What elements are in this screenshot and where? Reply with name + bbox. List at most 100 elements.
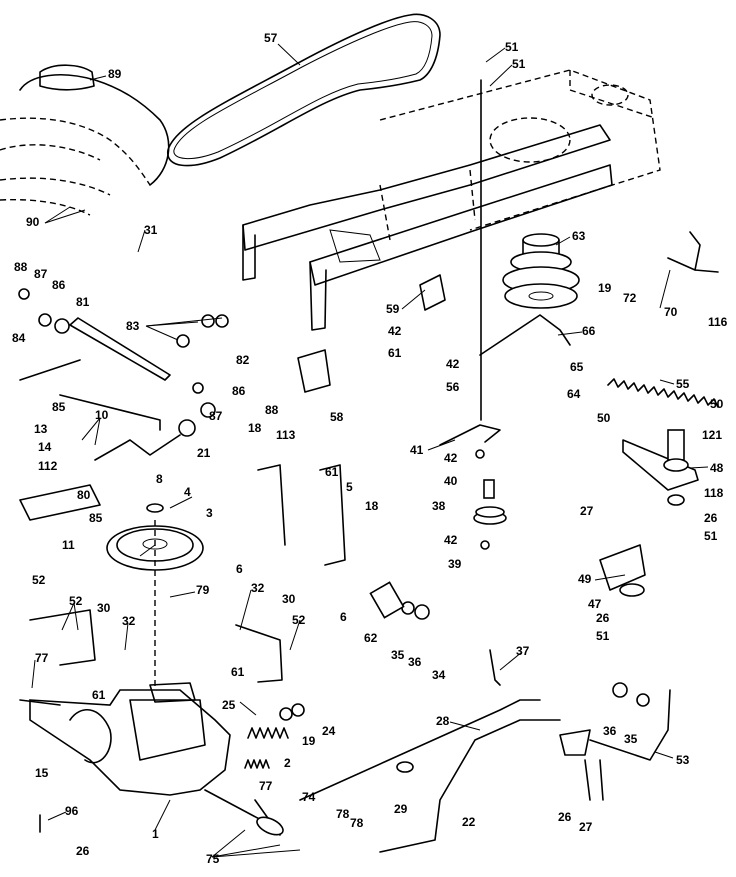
clutch-linkage xyxy=(19,317,216,521)
spring-25 xyxy=(247,727,289,739)
chassis-frame xyxy=(242,69,661,331)
callout-52: 52 xyxy=(32,573,46,587)
callout-82: 82 xyxy=(236,353,250,367)
callout-70: 70 xyxy=(664,305,678,319)
callout-6: 6 xyxy=(236,562,243,576)
callout-51: 51 xyxy=(512,57,526,71)
callout-42: 42 xyxy=(446,357,460,371)
brake-rod xyxy=(379,719,561,853)
callout-39: 39 xyxy=(448,557,462,571)
callout-35: 35 xyxy=(624,732,638,746)
callout-112: 112 xyxy=(38,459,58,473)
callout-87: 87 xyxy=(34,267,48,281)
callout-49: 49 xyxy=(578,572,592,586)
callout-77: 77 xyxy=(35,651,49,665)
callout-28: 28 xyxy=(436,714,450,728)
callout-41: 41 xyxy=(410,443,424,457)
callout-89: 89 xyxy=(108,67,122,81)
callout-64: 64 xyxy=(567,387,581,401)
callout-13: 13 xyxy=(34,422,48,436)
callout-86: 86 xyxy=(52,278,66,292)
callout-87: 87 xyxy=(209,409,223,423)
callout-78: 78 xyxy=(336,807,350,821)
pulley-assembly xyxy=(480,79,580,421)
callout-51: 51 xyxy=(596,629,610,643)
transaxle xyxy=(19,682,281,831)
callout-37: 37 xyxy=(516,644,530,658)
callout-42: 42 xyxy=(388,324,402,338)
callout-50: 50 xyxy=(710,397,724,411)
callout-26: 26 xyxy=(596,611,610,625)
callout-6: 6 xyxy=(340,610,347,624)
callout-52: 52 xyxy=(292,613,306,627)
callout-53: 53 xyxy=(676,753,690,767)
callout-96: 96 xyxy=(65,804,79,818)
callout-85: 85 xyxy=(89,511,103,525)
callout-31: 31 xyxy=(144,223,158,237)
callout-72: 72 xyxy=(623,291,637,305)
callout-8: 8 xyxy=(156,472,163,486)
callout-56: 56 xyxy=(446,380,460,394)
shift-rod xyxy=(299,699,541,801)
callout-116: 116 xyxy=(708,315,728,329)
callout-47: 47 xyxy=(588,597,602,611)
callout-51: 51 xyxy=(505,40,519,54)
callout-80: 80 xyxy=(77,488,91,502)
tension-spring xyxy=(607,378,719,408)
callout-42: 42 xyxy=(444,451,458,465)
callout-3: 3 xyxy=(206,506,213,520)
bracket-70 xyxy=(667,231,719,273)
spring-2 xyxy=(244,759,270,769)
callout-26: 26 xyxy=(704,511,718,525)
callout-18: 18 xyxy=(248,421,262,435)
callout-63: 63 xyxy=(572,229,586,243)
callout-88: 88 xyxy=(14,260,28,274)
callout-50: 50 xyxy=(597,411,611,425)
callout-48: 48 xyxy=(710,461,724,475)
callout-66: 66 xyxy=(582,324,596,338)
callout-59: 59 xyxy=(386,302,400,316)
callout-11: 11 xyxy=(62,538,75,552)
callout-30: 30 xyxy=(282,592,296,606)
callout-86: 86 xyxy=(232,384,246,398)
callout-14: 14 xyxy=(38,440,52,454)
callout-83: 83 xyxy=(126,319,140,333)
callout-84: 84 xyxy=(12,331,26,345)
callout-61: 61 xyxy=(325,465,339,479)
callout-34: 34 xyxy=(432,668,446,682)
callout-118: 118 xyxy=(704,486,724,500)
callout-4: 4 xyxy=(184,485,191,499)
callout-57: 57 xyxy=(264,31,278,45)
callout-62: 62 xyxy=(364,631,378,645)
callout-58: 58 xyxy=(330,410,344,424)
callout-79: 79 xyxy=(196,583,210,597)
callout-19: 19 xyxy=(302,734,316,748)
callout-30: 30 xyxy=(97,601,111,615)
callout-61: 61 xyxy=(388,346,402,360)
callout-81: 81 xyxy=(76,295,90,309)
transmission-pulley xyxy=(106,503,204,690)
idler-arm xyxy=(599,429,699,597)
callout-75: 75 xyxy=(206,852,220,866)
callout-5: 5 xyxy=(346,480,353,494)
callout-29: 29 xyxy=(394,802,408,816)
callout-36: 36 xyxy=(408,655,422,669)
drive-belt xyxy=(167,13,441,167)
callout-25: 25 xyxy=(222,698,236,712)
callout-10: 10 xyxy=(95,408,109,422)
callout-88: 88 xyxy=(265,403,279,417)
callout-35: 35 xyxy=(391,648,405,662)
callout-121: 121 xyxy=(702,428,723,442)
callout-113: 113 xyxy=(276,428,296,442)
callout-32: 32 xyxy=(122,614,136,628)
callout-85: 85 xyxy=(52,400,66,414)
callout-55: 55 xyxy=(676,377,690,391)
callout-32: 32 xyxy=(251,581,265,595)
callout-1: 1 xyxy=(152,827,159,841)
callout-36: 36 xyxy=(603,724,617,738)
callout-74: 74 xyxy=(302,790,316,804)
callout-52: 52 xyxy=(69,594,83,608)
callout-18: 18 xyxy=(365,499,379,513)
